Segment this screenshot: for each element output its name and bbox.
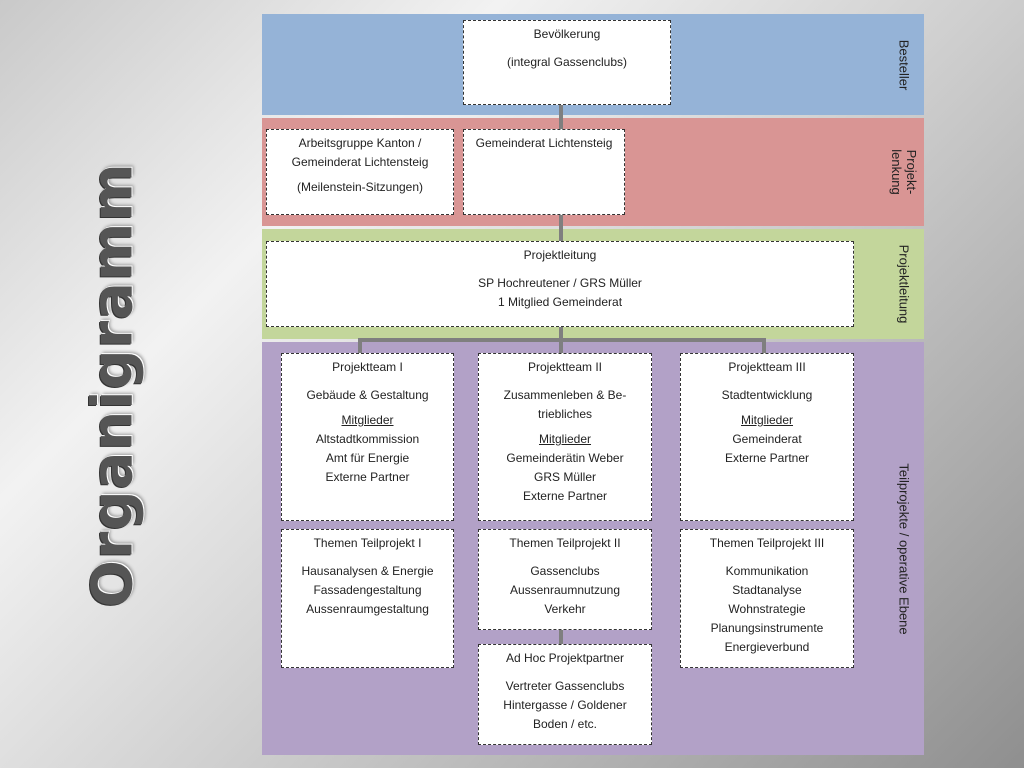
box-projektteam-1: Projektteam I Gebäude & Gestaltung Mitgl… (281, 353, 454, 521)
band-label-projektlenkung: Projekt-lenkung (884, 118, 924, 226)
box-gemeinderat: Gemeinderat Lichtensteig (463, 129, 625, 215)
connector-team1 (358, 338, 362, 354)
connector-themen2-adhoc (559, 628, 563, 646)
box-projektteam-2: Projektteam II Zusammenleben & Be- trieb… (478, 353, 652, 521)
band-label-projektleitung: Projektleitung (896, 244, 912, 324)
box-themen-teilprojekt-2: Themen Teilprojekt II Gassenclubs Aussen… (478, 529, 652, 630)
connector-team2 (559, 338, 563, 354)
band-label-projektlenkung-line: Projekt- (904, 149, 919, 195)
band-label-teilprojekte: Teilprojekte / operative Ebene (896, 462, 912, 635)
box-projektteam-3: Projektteam III Stadtentwicklung Mitglie… (680, 353, 854, 521)
connector-gemeinderat-projektleitung (559, 215, 563, 242)
connector-projektleitung-down (559, 326, 563, 340)
box-themen-teilprojekt-3: Themen Teilprojekt III Kommunikation Sta… (680, 529, 854, 668)
slide-title-text: Organigramm (80, 162, 146, 608)
band-label-besteller: Besteller (896, 39, 912, 90)
band-label-projektlenkung-line: lenkung (889, 149, 904, 195)
box-bevoelkerung: Bevölkerung (integral Gassenclubs) (463, 20, 671, 105)
connector-bevoelkerung-gemeinderat (559, 104, 563, 130)
box-projektleitung: Projektleitung SP Hochreutener / GRS Mül… (266, 241, 854, 327)
org-chart: Besteller Projekt-lenkung Projektleitung… (262, 14, 924, 755)
box-themen-teilprojekt-1: Themen Teilprojekt I Hausanalysen & Ener… (281, 529, 454, 668)
box-arbeitsgruppe: Arbeitsgruppe Kanton / Gemeinderat Licht… (266, 129, 454, 215)
connector-team3 (762, 338, 766, 354)
box-ad-hoc-projektpartner: Ad Hoc Projektpartner Vertreter Gassencl… (478, 644, 652, 745)
slide-title: Organigramm (78, 162, 148, 607)
